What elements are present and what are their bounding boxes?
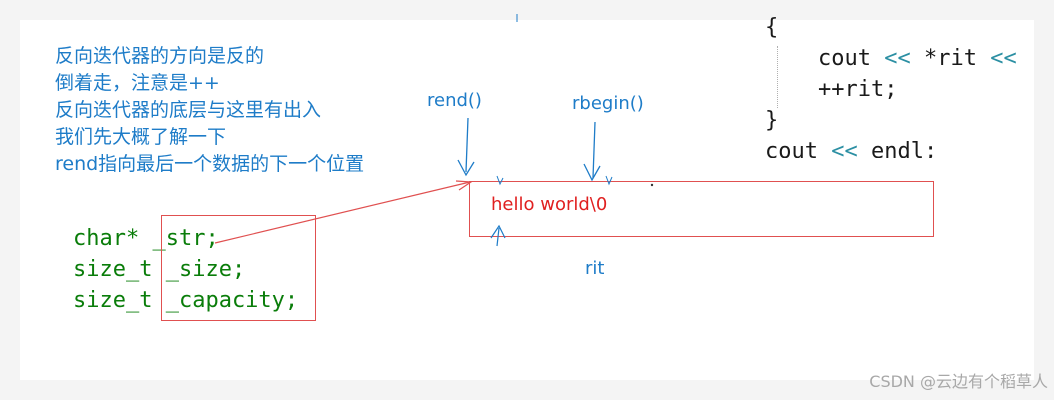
string-content: hello world\0 xyxy=(491,194,608,215)
rend-arrow xyxy=(457,117,475,177)
annotation-notes: 反向迭代器的方向是反的 倒着走，注意是++ 反向迭代器的底层与这里有出入 我们先… xyxy=(55,43,364,178)
member-highlight-box xyxy=(161,215,316,321)
code-line: cout << *rit << xyxy=(765,46,1017,71)
indent-guide xyxy=(777,46,778,108)
rit-label: rit xyxy=(585,258,605,279)
note-line: 反向迭代器的方向是反的 xyxy=(55,45,265,67)
rit-arrow xyxy=(490,224,506,247)
watermark: CSDN @云边有个稻草人 xyxy=(869,372,1048,391)
note-line: 反向迭代器的底层与这里有出入 xyxy=(55,99,322,121)
member-declarations: char* _str; size_t _size; size_t _capacity… xyxy=(73,223,298,316)
member-capacity: size_t _capacity; xyxy=(73,288,299,313)
note-line: 我们先大概了解一下 xyxy=(55,126,227,148)
code-snippet: { cout << *rit << ++rit;} cout << endl; xyxy=(765,12,1034,158)
end-dot xyxy=(650,183,654,187)
code-line: } xyxy=(765,108,779,133)
code-line: ++rit; xyxy=(765,77,898,102)
note-line: 倒着走，注意是++ xyxy=(55,72,220,94)
rbegin-arrow xyxy=(583,121,601,182)
code-line: cout << endl; xyxy=(765,139,938,158)
member-size: size_t _size; xyxy=(73,257,246,282)
string-buffer-box xyxy=(469,181,934,237)
code-line: { xyxy=(765,15,779,40)
note-line: rend指向最后一个数据的下一个位置 xyxy=(55,153,365,175)
member-str: char* _str; xyxy=(73,226,219,251)
rbegin-label: rbegin() xyxy=(572,93,644,114)
rend-label: rend() xyxy=(427,90,482,111)
position-ticks xyxy=(496,175,613,186)
str-pointer-arrow xyxy=(214,180,473,244)
